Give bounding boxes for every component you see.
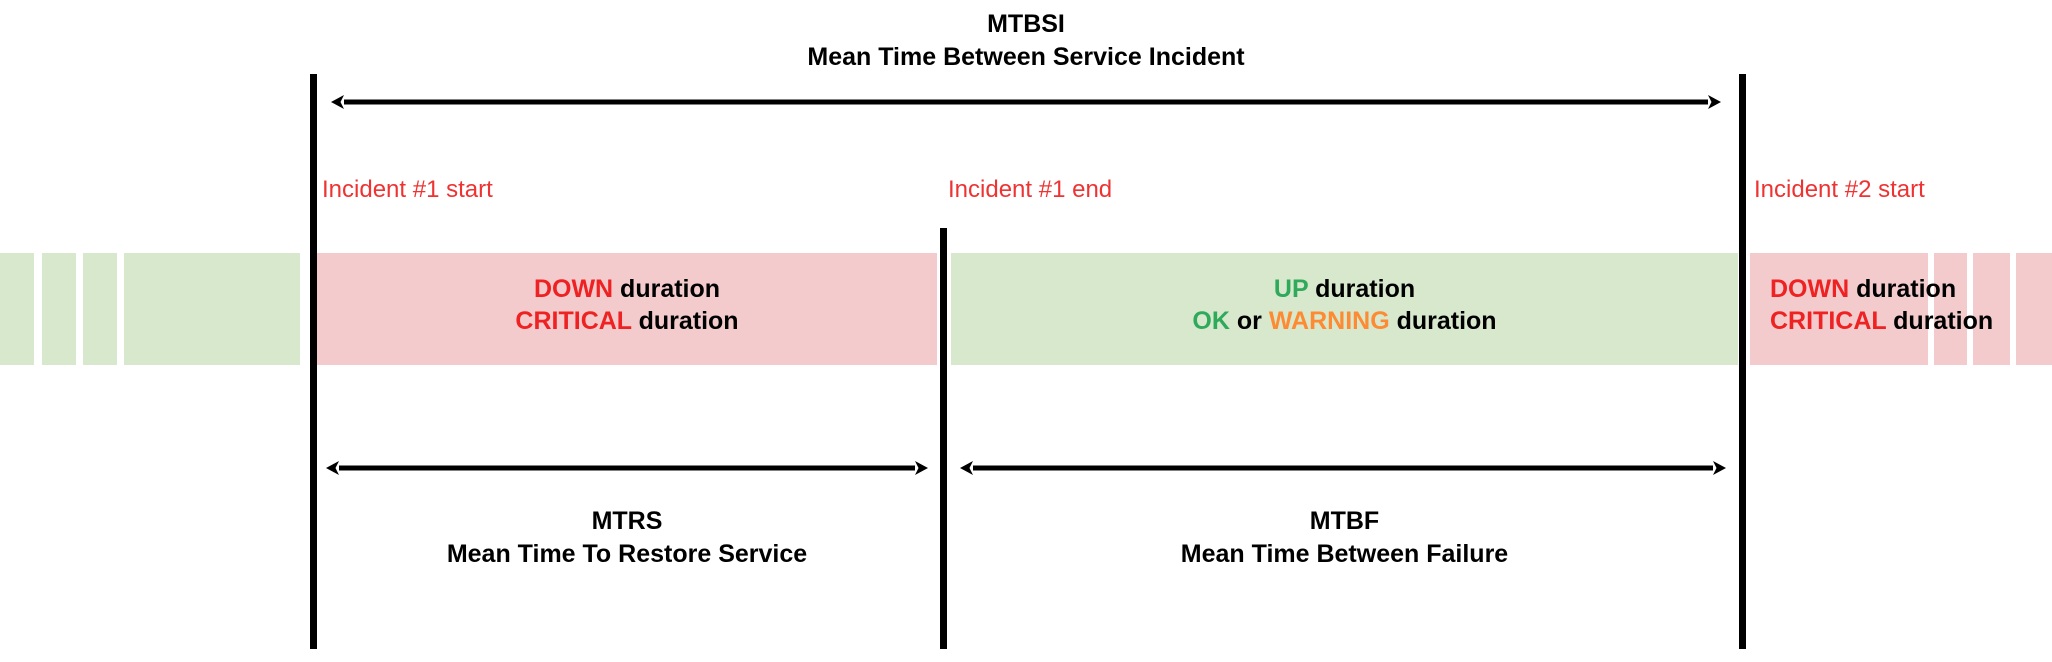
incident-1-down-band [317,253,937,365]
incident-1-end-boundary-line [940,228,947,649]
mtbf-expanded: Mean Time Between Failure [1180,540,1509,568]
incident-1-end-label: Incident #1 end [948,176,1113,203]
uptime-band-label: UP duration OK or WARNING duration [951,274,1738,337]
incident-1-start-boundary-line [310,74,317,649]
timeline-segment-prior-uptime [0,253,34,365]
mtrs-caption: MTRS Mean Time To Restore Service [317,505,937,571]
mtbsi-abbrev: MTBSI [987,10,1065,38]
timeline-segment-prior-uptime [83,253,117,365]
mtbsi-expanded: Mean Time Between Service Incident [807,43,1245,71]
or-conjunction-text: or [1229,306,1269,335]
timeline-segment-prior-uptime [42,253,76,365]
incident-2-start-boundary-line [1739,74,1746,649]
critical-status-text: CRITICAL [515,306,632,335]
down-status-text: DOWN [1770,275,1850,303]
incident-2-band-line-1: DOWN duration [1770,274,2050,306]
incident-1-band-line-1: DOWN duration [317,274,937,306]
down-status-text: DOWN [533,275,614,303]
ok-warning-duration-text: duration [1389,306,1497,335]
incident-2-down-band [1750,253,1928,365]
mtbf-caption: MTBF Mean Time Between Failure [951,505,1738,571]
mtbsi-caption: MTBSI Mean Time Between Service Incident [314,8,1738,74]
down-duration-text: duration [613,275,721,303]
warning-status-text: WARNING [1268,306,1390,335]
incident-2-start-label: Incident #2 start [1754,176,1925,203]
critical-duration-text: duration [1886,306,1994,335]
mtbf-abbrev: MTBF [1309,507,1380,535]
incident-1-band-label: DOWN duration CRITICAL duration [317,274,937,337]
timeline-segment-prior-uptime [124,253,300,365]
timeline-segment-following-down [1973,253,2010,365]
incident-2-band-label: DOWN duration CRITICAL duration [1750,274,2050,337]
down-duration-text: duration [1849,275,1957,303]
incident-1-band-line-2: CRITICAL duration [317,306,937,338]
uptime-band [951,253,1738,365]
ok-status-text: OK [1192,306,1230,335]
timeline-segment-following-down [1934,253,1967,365]
uptime-band-line-2: OK or WARNING duration [951,306,1738,338]
mtbf-double-arrow-icon [960,461,1726,475]
up-status-text: UP [1273,275,1309,303]
uptime-band-line-1: UP duration [951,274,1738,306]
critical-duration-text: duration [631,306,739,335]
incident-1-start-label: Incident #1 start [322,176,493,203]
critical-status-text: CRITICAL [1770,306,1887,335]
up-duration-text: duration [1308,275,1416,303]
mtrs-abbrev: MTRS [591,507,663,535]
timeline-segment-following-down [2016,253,2052,365]
mtrs-double-arrow-icon [326,461,928,475]
mtrs-expanded: Mean Time To Restore Service [446,540,808,568]
incident-2-band-line-2: CRITICAL duration [1770,306,2050,338]
mtbsi-double-arrow-icon [331,95,1721,109]
